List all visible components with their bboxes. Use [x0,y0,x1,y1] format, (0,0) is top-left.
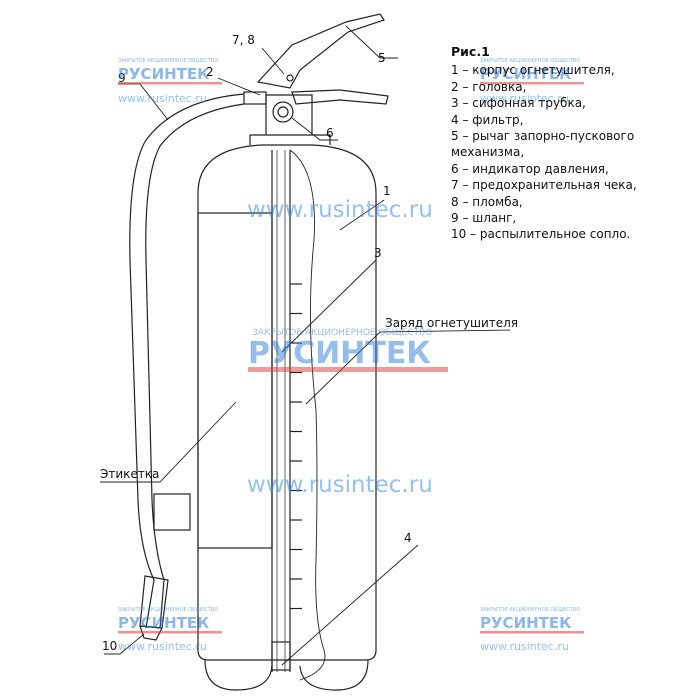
callout-10: 10 [102,639,117,653]
callout-label: Этикетка [100,467,159,481]
leader-line-4 [281,544,419,666]
hose [145,103,245,629]
body-foot [204,659,273,691]
callout-1: 1 [383,184,391,198]
nozzle-tip [139,625,163,641]
svg-text:ЗАКРЫТОЕ АКЦИОНЕРНОЕ ОБЩЕСТВО: ЗАКРЫТОЕ АКЦИОНЕРНОЕ ОБЩЕСТВО [480,607,580,613]
legend-item: 4 – фильтр, [451,112,524,127]
callout-5: 5 [378,51,386,65]
leader-line-10 [104,633,145,655]
watermark-url: www.rusintec.ru [480,92,569,105]
leader-line-7-8 [261,47,285,75]
extinguisher-body [197,144,377,661]
svg-text:ЗАКРЫТОЕ АКЦИОНЕРНОЕ ОБЩЕСТВО: ЗАКРЫТОЕ АКЦИОНЕРНОЕ ОБЩЕСТВО [252,328,432,338]
svg-text:РУСИНТЕК: РУСИНТЕК [248,336,431,371]
svg-text:ЗАКРЫТОЕ АКЦИОНЕРНОЕ ОБЩЕСТВО: ЗАКРЫТОЕ АКЦИОНЕРНОЕ ОБЩЕСТВО [480,58,580,64]
legend-item: 10 – распылительное сопло. [451,227,631,242]
callout-6: 6 [326,126,334,140]
watermark-url: www.rusintec.ru [118,92,207,105]
svg-text:РУСИНТЕК: РУСИНТЕК [480,614,572,632]
svg-text:ЗАКРЫТОЕ АКЦИОНЕРНОЕ ОБЩЕСТВО: ЗАКРЫТОЕ АКЦИОНЕРНОЕ ОБЩЕСТВО [118,607,218,613]
legend-item: 8 – пломба, [451,194,523,209]
leader-line-6 [291,117,338,141]
watermark-url-large: www.rusintec.ru [247,472,433,498]
svg-text:ЗАКРЫТОЕ АКЦИОНЕРНОЕ ОБЩЕСТВО: ЗАКРЫТОЕ АКЦИОНЕРНОЕ ОБЩЕСТВО [118,58,218,64]
siphon-tube [271,150,291,672]
svg-text:РУСИНТЕК: РУСИНТЕК [480,65,572,83]
legend-item: 1 – корпус огнетушителя, [451,63,615,78]
callout-3: 3 [374,246,382,260]
hose-clip [153,493,191,531]
callout-2: 2 [206,65,214,79]
head [265,94,313,135]
pressure-gauge [272,101,294,123]
body-foot [299,659,369,691]
callout-charge: Заряд огнетушителя [385,316,518,330]
leader-line-charge [305,329,511,405]
watermark-logo: ЗАКРЫТОЕ АКЦИОНЕРНОЕ ОБЩЕСТВО РУСИНТЕК [118,607,222,634]
hose [129,93,245,629]
legend-item: 5 – рычаг запорно-пускового [451,129,635,144]
watermark-logo-large: ЗАКРЫТОЕ АКЦИОНЕРНОЕ ОБЩЕСТВО РУСИНТЕК [248,328,448,372]
legend-item: 6 – индикатор давления, [451,161,609,176]
watermark-logo: ЗАКРЫТОЕ АКЦИОНЕРНОЕ ОБЩЕСТВО РУСИНТЕК [118,58,222,85]
pressure-gauge-inner [277,106,289,118]
svg-text:РУСИНТЕК: РУСИНТЕК [118,65,210,83]
watermark-url-large: www.rusintec.ru [247,197,433,223]
hose-fitting [243,91,267,105]
watermark-logo: ЗАКРЫТОЕ АКЦИОНЕРНОЕ ОБЩЕСТВО РУСИНТЕК [480,607,584,634]
legend-item: механизма, [451,145,525,160]
callout-7-8: 7, 8 [232,33,255,47]
leader-line-2 [217,77,261,96]
filter [271,641,291,671]
legend-item: 7 – предохранительная чека, [451,178,637,193]
svg-text:РУСИНТЕК: РУСИНТЕК [118,614,210,632]
lever [256,13,385,89]
leader-line-1 [339,199,385,231]
legend-item: 2 – головка, [451,79,527,94]
siphon-tube-inner [276,150,286,672]
watermark-logo: ЗАКРЫТОЕ АКЦИОНЕРНОЕ ОБЩЕСТВО РУСИНТЕК [480,58,584,85]
callout-9: 9 [118,71,126,85]
body-neck [249,134,331,145]
watermark-url: www.rusintec.ru [118,640,207,653]
legend-title: Рис.1 [451,44,490,59]
leader-line-3 [281,259,377,353]
legend-item: 3 – сифонная трубка, [451,96,586,111]
lower-handle [291,89,389,105]
safety-pin [286,74,294,82]
charge-outline [289,149,326,681]
legend: Рис.1 1 – корпус огнетушителя, 2 – голов… [451,44,691,243]
callout-4: 4 [404,531,412,545]
scale-ticks [290,283,302,610]
legend-item: 9 – шланг, [451,211,517,226]
watermark-url: www.rusintec.ru [480,640,569,653]
leader-line-5 [345,25,398,59]
leader-line-label [100,401,237,483]
